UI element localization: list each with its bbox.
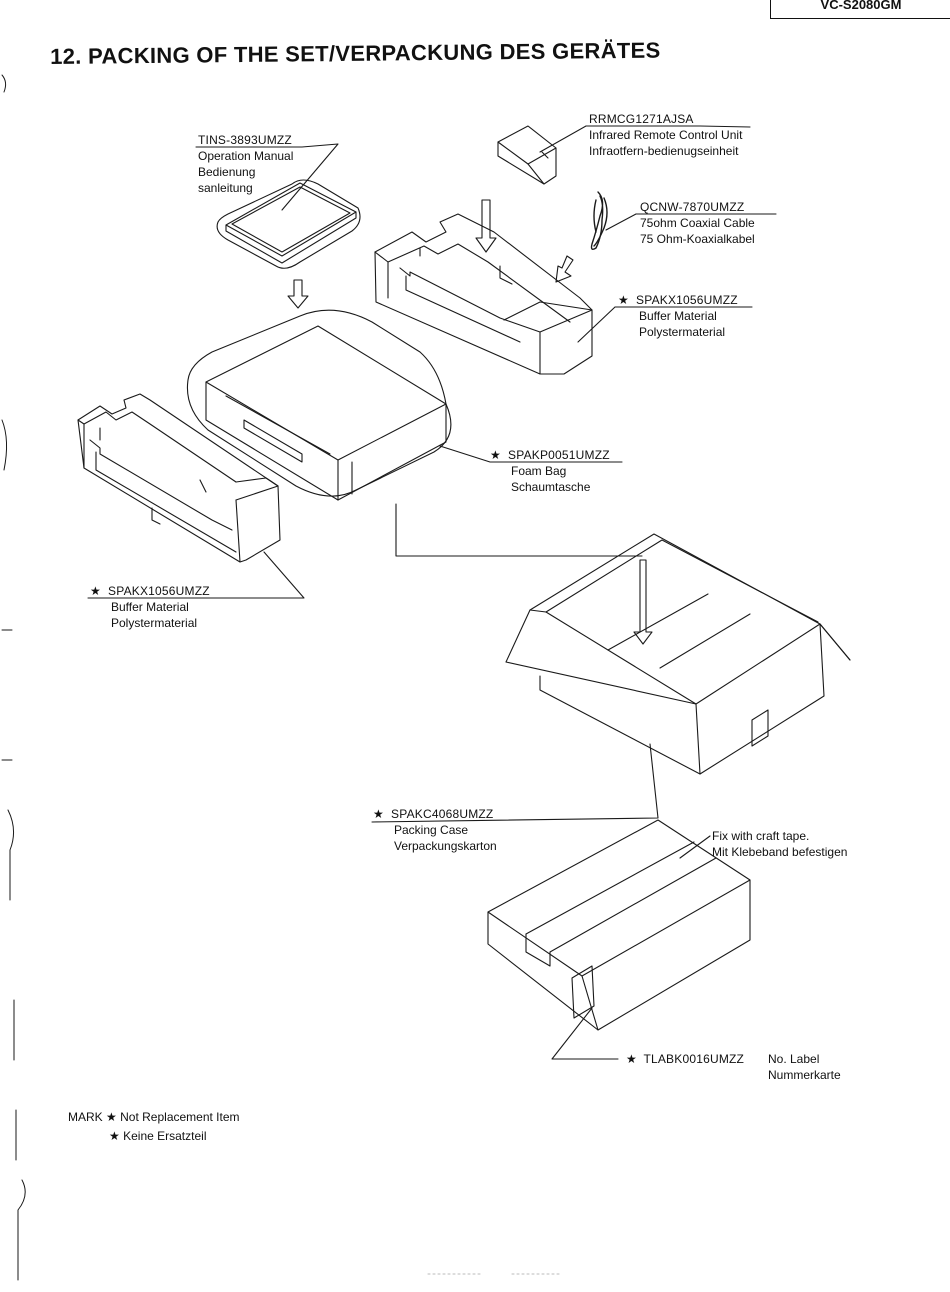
star-icon: ★ xyxy=(90,584,101,598)
legend: MARK ★ Not Replacement Item ★ Keine Ersa… xyxy=(68,1108,240,1146)
star-icon: ★ xyxy=(109,1129,120,1143)
star-icon: ★ xyxy=(373,807,384,821)
coaxial-cable-drawing xyxy=(590,191,608,251)
arrow-down-case xyxy=(633,559,653,645)
label-leader xyxy=(551,1007,619,1060)
tape-label: Fix with craft tape. Mit Klebeband befes… xyxy=(712,828,847,860)
cable-part-no: QCNW-7870UMZZ xyxy=(640,200,745,214)
flow-line xyxy=(395,503,643,557)
buffer-right-leader xyxy=(577,306,753,343)
case-leader xyxy=(371,743,659,823)
foam-bag-label: ★ SPAKP0051UMZZ Foam Bag Schaumtasche xyxy=(490,447,610,495)
foam-bag-desc-1: Foam Bag xyxy=(511,464,567,478)
manual-leader xyxy=(195,143,339,211)
arrow-down-cable xyxy=(555,255,574,283)
legend-line-1: Not Replacement Item xyxy=(120,1110,240,1124)
arrow-down-manual xyxy=(287,279,309,309)
star-icon: ★ xyxy=(106,1110,117,1124)
tape-desc-1: Fix with craft tape. xyxy=(712,829,810,843)
label-desc-1: No. Label xyxy=(768,1052,820,1066)
open-case-drawing xyxy=(505,533,851,775)
manual-desc-1: Operation Manual xyxy=(198,149,294,163)
buffer-left-desc-2: Polystermaterial xyxy=(111,616,198,630)
manual-part-no: TINS-3893UMZZ xyxy=(198,133,292,147)
buffer-right-desc-1: Buffer Material xyxy=(639,309,717,323)
buffer-left-drawing xyxy=(77,393,281,563)
remote-desc-2: Infraotfern-bedienugseinheit xyxy=(589,144,739,158)
buffer-left-part-no: SPAKX1056UMZZ xyxy=(108,584,210,598)
cable-desc-2: 75 Ohm-Koaxialkabel xyxy=(640,232,755,246)
star-icon: ★ xyxy=(618,293,629,307)
remote-control-drawing xyxy=(497,125,557,185)
manual-label: TINS-3893UMZZ Operation Manual Bedienung… xyxy=(198,132,293,196)
cable-leader xyxy=(605,213,777,231)
case-part-no: SPAKC4068UMZZ xyxy=(391,807,494,821)
buffer-left-label: ★ SPAKX1056UMZZ Buffer Material Polyster… xyxy=(90,583,210,631)
legend-mark: MARK xyxy=(68,1110,103,1124)
arrows xyxy=(287,199,653,645)
buffer-right-desc-2: Polystermaterial xyxy=(639,325,726,339)
foam-bag-desc-2: Schaumtasche xyxy=(511,480,591,494)
cable-desc-1: 75ohm Coaxial Cable xyxy=(640,216,755,230)
remote-desc-1: Infrared Remote Control Unit xyxy=(589,128,743,142)
vcr-unit-drawing xyxy=(205,325,447,501)
tape-leader xyxy=(679,835,711,859)
cable-label: QCNW-7870UMZZ 75ohm Coaxial Cable 75 Ohm… xyxy=(640,199,755,247)
star-icon: ★ xyxy=(626,1052,637,1066)
model-number: VC-S2080GM xyxy=(820,0,902,12)
case-desc-2: Verpackungskarton xyxy=(394,839,497,853)
manual-desc-2: Bedienung xyxy=(198,165,256,179)
label-part-no: TLABK0016UMZZ xyxy=(643,1052,745,1066)
buffer-left-desc-1: Buffer Material xyxy=(111,600,189,614)
label-desc-2: Nummerkarte xyxy=(768,1068,841,1082)
operation-manual-drawing xyxy=(216,179,361,269)
case-label: ★ SPAKC4068UMZZ Packing Case Verpackungs… xyxy=(373,806,497,854)
case-desc-1: Packing Case xyxy=(394,823,469,837)
buffer-left-leader xyxy=(87,551,305,599)
number-label-part: ★ TLABK0016UMZZ xyxy=(626,1051,744,1067)
closed-case-drawing xyxy=(487,819,751,1031)
arrow-down-remote xyxy=(475,199,497,253)
manual-desc-3: sanleitung xyxy=(198,181,253,195)
foam-bag-part-no: SPAKP0051UMZZ xyxy=(508,448,610,462)
foam-bag-leader xyxy=(439,445,623,463)
remote-label: RRMCG1271AJSA Infrared Remote Control Un… xyxy=(589,111,742,159)
buffer-right-part-no: SPAKX1056UMZZ xyxy=(636,293,738,307)
star-icon: ★ xyxy=(490,448,501,462)
number-label-desc: No. Label Nummerkarte xyxy=(768,1051,841,1083)
model-header: VC-S2080GM xyxy=(770,0,950,19)
legend-line-2: Keine Ersatzteil xyxy=(123,1129,207,1143)
remote-part-no: RRMCG1271AJSA xyxy=(589,112,694,126)
buffer-right-label: ★ SPAKX1056UMZZ Buffer Material Polyster… xyxy=(618,292,738,340)
margin-marks xyxy=(1,74,26,1281)
remote-leader xyxy=(539,125,751,153)
buffer-right-drawing xyxy=(374,213,593,375)
tape-desc-2: Mit Klebeband befestigen xyxy=(712,845,848,859)
foam-bag-drawing xyxy=(186,309,452,497)
